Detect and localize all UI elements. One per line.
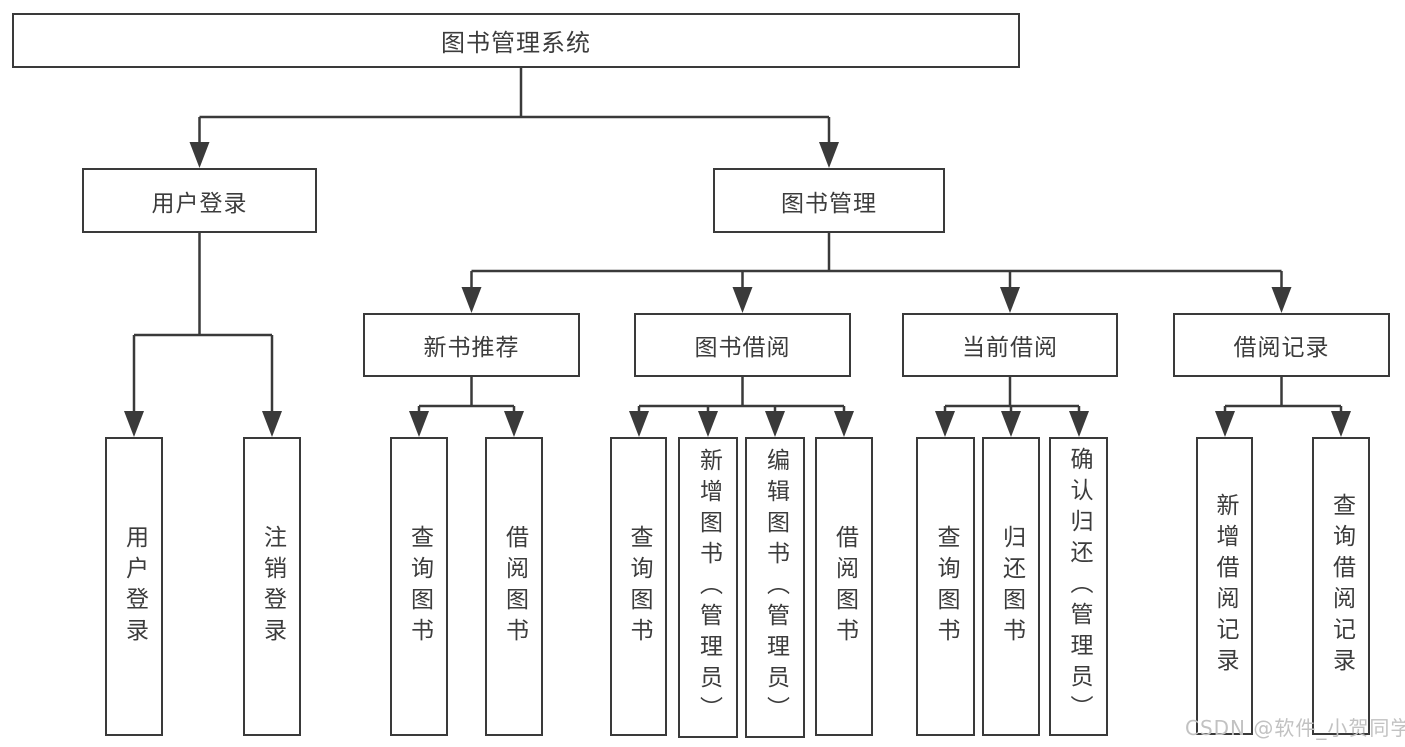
arrowhead-down-icon xyxy=(504,411,524,437)
node-new-book-recommendation: 新书推荐 xyxy=(363,313,580,377)
node-book-borrowing: 图书借阅 xyxy=(634,313,851,377)
leaf-query-borrow-record: 查询借阅记录 xyxy=(1312,437,1370,735)
arrowhead-down-icon xyxy=(819,142,839,168)
node-label: 查询图书 xyxy=(933,524,959,649)
node-label: 当前借阅 xyxy=(962,335,1058,361)
node-label: 注销登录 xyxy=(259,524,286,649)
arrowhead-down-icon xyxy=(629,411,649,437)
leaf-add-books-admin: 新增图书（管理员） xyxy=(678,437,738,738)
node-user-login: 用户登录 xyxy=(82,168,317,233)
leaf-newrec-borrow-books: 借阅图书 xyxy=(485,437,543,736)
node-label: 用户登录 xyxy=(121,524,148,649)
leaf-newrec-query-books: 查询图书 xyxy=(390,437,448,736)
node-label: 图书管理系统 xyxy=(441,29,591,57)
node-label: 借阅图书 xyxy=(501,524,528,649)
arrowhead-down-icon xyxy=(461,287,482,313)
csdn-watermark: CSDN @软件_小贺同学 xyxy=(1185,716,1405,740)
connector-lines xyxy=(132,68,1343,413)
arrowhead-down-icon xyxy=(1271,287,1292,313)
node-label: 新增图书（管理员） xyxy=(695,448,722,727)
arrowhead-down-icon xyxy=(1001,411,1021,437)
arrowhead-down-icon xyxy=(1069,411,1089,437)
node-current-borrowing: 当前借阅 xyxy=(902,313,1118,377)
leaf-user-login: 用户登录 xyxy=(105,437,163,736)
arrowhead-down-icon xyxy=(698,411,718,437)
arrowhead-down-icon xyxy=(732,287,753,313)
arrowhead-down-icon xyxy=(1000,287,1020,313)
node-label: 新书推荐 xyxy=(423,335,520,361)
node-label: 借阅记录 xyxy=(1233,335,1330,361)
leaf-add-borrow-record: 新增借阅记录 xyxy=(1196,437,1253,735)
leaf-current-query-books: 查询图书 xyxy=(916,437,975,736)
arrowhead-down-icon xyxy=(765,411,785,437)
leaf-borrow-query-books: 查询图书 xyxy=(610,437,667,736)
arrowhead-down-icon xyxy=(262,411,282,437)
leaf-edit-books-admin: 编辑图书（管理员） xyxy=(745,437,805,738)
node-label: 查询图书 xyxy=(406,524,433,649)
node-label: 查询借阅记录 xyxy=(1328,493,1355,679)
node-label: 确认归还（管理员） xyxy=(1066,447,1092,726)
node-borrowing-records: 借阅记录 xyxy=(1173,313,1390,377)
node-label: 查询图书 xyxy=(626,524,652,649)
arrowhead-down-icon xyxy=(1331,411,1351,437)
node-label: 借阅图书 xyxy=(831,524,858,649)
arrowhead-down-icon xyxy=(124,411,144,437)
node-library-management-system: 图书管理系统 xyxy=(12,13,1020,68)
node-book-management: 图书管理 xyxy=(713,168,945,233)
node-label: 图书管理 xyxy=(781,190,877,217)
node-label: 新增借阅记录 xyxy=(1212,493,1238,679)
leaf-return-books: 归还图书 xyxy=(982,437,1040,736)
arrowhead-down-icon xyxy=(409,411,429,437)
node-label: 编辑图书（管理员） xyxy=(762,448,789,727)
node-label: 用户登录 xyxy=(151,190,248,217)
node-label: 图书借阅 xyxy=(694,335,791,361)
arrowheads xyxy=(124,142,1351,437)
arrowhead-down-icon xyxy=(1215,411,1235,437)
arrowhead-down-icon xyxy=(834,411,854,437)
leaf-confirm-return-admin: 确认归还（管理员） xyxy=(1049,437,1108,736)
leaf-borrow-books: 借阅图书 xyxy=(815,437,873,736)
leaf-logout: 注销登录 xyxy=(243,437,301,736)
node-label: 归还图书 xyxy=(998,524,1025,649)
arrowhead-down-icon xyxy=(935,411,955,437)
arrowhead-down-icon xyxy=(189,142,210,168)
